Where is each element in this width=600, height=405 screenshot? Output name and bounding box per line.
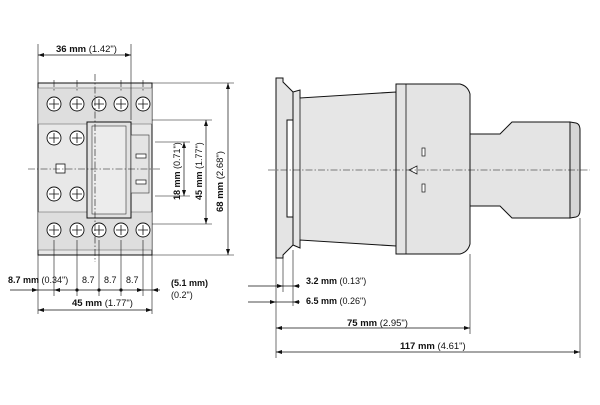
height-small-label: 18 mm (0.71") — [172, 142, 182, 200]
pitch-left-label: 8.7 mm (0.34") — [8, 275, 68, 285]
mounting-foot — [275, 77, 294, 259]
screw-icon — [46, 186, 62, 202]
edge-right-alt: (0.2") — [171, 290, 193, 300]
depth-3-label: 75 mm (2.95") — [347, 318, 408, 329]
side-body — [292, 89, 397, 249]
screw-icon — [69, 186, 85, 202]
screw-icon — [46, 130, 62, 146]
width-top-label: 36 mm (1.42") — [56, 44, 117, 55]
screw-icon — [46, 222, 62, 238]
dim-depth-2: 6.5 mm (0.26") — [248, 296, 366, 306]
depth-total-label: 117 mm (4.61") — [400, 341, 466, 352]
side-view — [268, 77, 590, 259]
front-view — [28, 74, 160, 262]
pitch-2-label: 8.7 — [104, 275, 117, 285]
dim-depth-1: 3.2 mm (0.13") — [248, 250, 366, 358]
screw-icon — [46, 96, 62, 112]
side-slot-lower — [421, 183, 426, 193]
pitch-1-label: 8.7 — [82, 275, 95, 285]
dim-height-small: 18 mm (0.71") — [155, 141, 190, 200]
screw-icon — [69, 130, 85, 146]
depth-1-label: 3.2 mm (0.13") — [306, 276, 366, 286]
label-area — [130, 134, 150, 194]
slot-upper — [135, 153, 147, 159]
dim-depth-total: 117 mm (4.61") — [276, 218, 581, 358]
center-window — [91, 125, 127, 215]
screw-icon — [69, 222, 85, 238]
terminal-screws — [46, 96, 151, 238]
screw-icon — [69, 96, 85, 112]
depth-2-label: 6.5 mm (0.26") — [306, 296, 366, 306]
screw-icon — [135, 96, 151, 112]
dim-height-mid: 45 mm (1.77") — [152, 119, 212, 225]
screw-icon — [135, 222, 151, 238]
slot-lower — [135, 179, 147, 185]
dim-width-bottom: 45 mm (1.77") — [38, 298, 152, 312]
screw-icon — [113, 222, 129, 238]
pitch-3-label: 8.7 — [126, 275, 139, 285]
side-front-section — [395, 83, 471, 255]
indicator-square — [55, 163, 66, 174]
dim-pitches: 8.7 mm (0.34") 8.7 8.7 8.7 (5.1 mm) (0.2… — [8, 240, 208, 314]
screw-icon — [91, 96, 107, 112]
screw-icon — [91, 222, 107, 238]
width-bottom-label: 45 mm (1.77") — [72, 298, 133, 309]
dim-height-total: 68 mm (2.68") — [152, 82, 234, 256]
height-total-label: 68 mm (2.68") — [215, 151, 226, 212]
dim-depth-3: 75 mm (2.95") — [276, 254, 471, 334]
dim-width-top: 36 mm (1.42") — [37, 44, 132, 120]
height-mid-label: 45 mm (1.77") — [194, 142, 204, 200]
edge-right-label: (5.1 mm) — [171, 278, 208, 288]
screw-icon — [113, 96, 129, 112]
side-slot-upper — [421, 147, 426, 157]
